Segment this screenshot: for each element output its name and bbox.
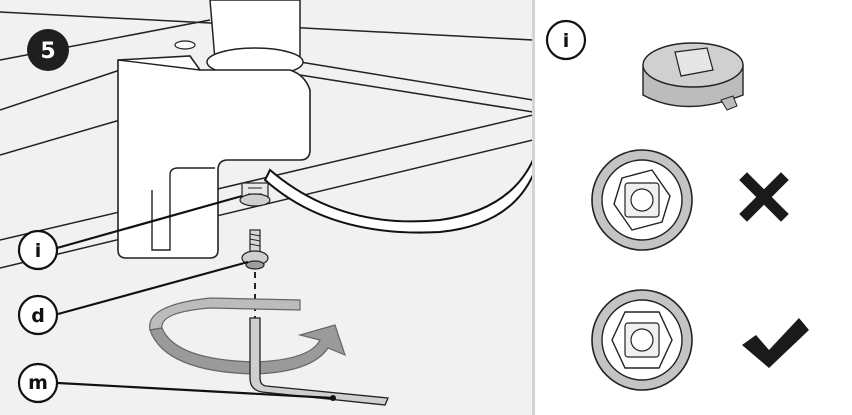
check-icon xyxy=(742,318,809,368)
monitor-arm-column xyxy=(206,0,304,77)
desk-clamp xyxy=(117,40,311,259)
rotation-arrow xyxy=(149,297,346,375)
clamp-nut xyxy=(239,182,271,207)
callout-m: m xyxy=(17,362,59,404)
detail-illustration: i xyxy=(545,19,809,391)
step-number: 5 xyxy=(40,39,55,64)
nut-top-view-incorrect xyxy=(591,149,693,251)
detail-callout-i: i xyxy=(545,19,587,61)
assembly-illustration: 5 i d m xyxy=(0,0,533,406)
panel-divider xyxy=(532,0,535,415)
assembly-panel: 5 i d m xyxy=(0,0,533,415)
callout-i-label: i xyxy=(35,240,42,262)
step-badge: 5 xyxy=(27,29,69,71)
callout-line-d xyxy=(57,260,249,316)
nut-perspective-view xyxy=(642,42,744,111)
detail-panel: i xyxy=(535,0,852,415)
cable xyxy=(263,159,533,234)
callout-d: d xyxy=(17,294,59,336)
detail-callout-i-label: i xyxy=(563,30,570,52)
callout-line-m xyxy=(57,381,334,400)
nut-top-view-correct xyxy=(591,289,693,391)
callout-line-i xyxy=(56,194,243,250)
cross-icon xyxy=(739,172,789,222)
bolt-washer xyxy=(241,229,269,270)
callout-m-label: m xyxy=(28,372,48,394)
callout-i: i xyxy=(17,229,59,271)
callout-d-label: d xyxy=(31,305,45,327)
